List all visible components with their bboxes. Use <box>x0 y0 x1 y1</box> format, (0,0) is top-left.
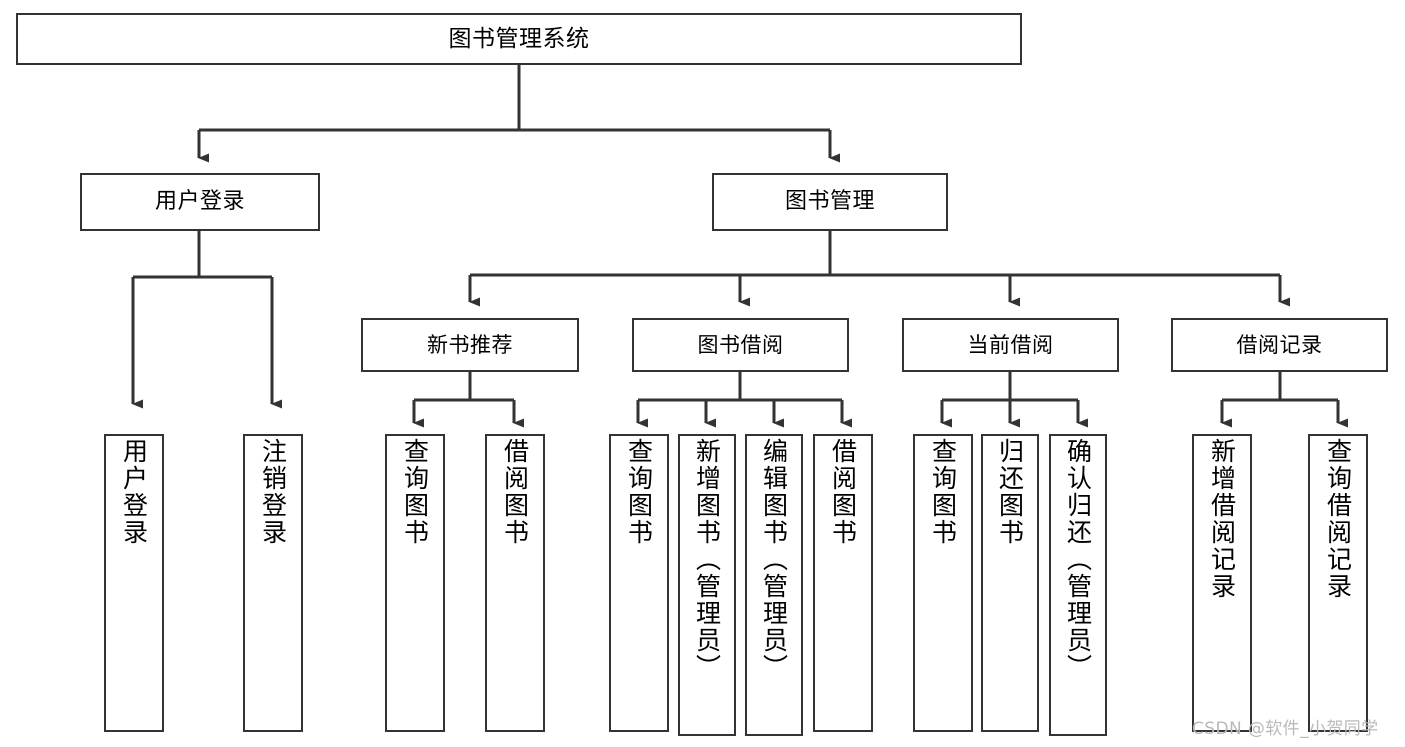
node-borrow-record-label: 借阅记录 <box>1236 332 1323 357</box>
node-leaf-add-book-label: 新增图书（管理员） <box>692 438 722 681</box>
node-leaf-query-book-2[interactable]: 查询图书 <box>609 434 669 732</box>
node-leaf-borrow-book-2-label: 借阅图书 <box>828 438 858 546</box>
node-leaf-return-book-label: 归还图书 <box>995 438 1025 546</box>
node-leaf-query-record-label: 查询借阅记录 <box>1323 438 1353 600</box>
node-leaf-edit-book-label: 编辑图书（管理员） <box>759 438 789 681</box>
node-leaf-borrow-book-1[interactable]: 借阅图书 <box>485 434 545 732</box>
csdn-watermark: CSDN @软件_小贺同学 <box>1192 719 1379 739</box>
node-leaf-logout-login[interactable]: 注销登录 <box>243 434 303 732</box>
node-root-label: 图书管理系统 <box>448 25 590 52</box>
node-leaf-return-book[interactable]: 归还图书 <box>981 434 1039 732</box>
node-leaf-query-record[interactable]: 查询借阅记录 <box>1308 434 1368 732</box>
node-leaf-add-record-label: 新增借阅记录 <box>1207 438 1237 600</box>
node-leaf-query-book-1-label: 查询图书 <box>400 438 430 546</box>
node-leaf-user-login-label: 用户登录 <box>119 438 149 546</box>
node-root[interactable]: 图书管理系统 <box>16 13 1022 65</box>
node-book-management-label: 图书管理 <box>784 189 875 215</box>
node-leaf-user-login[interactable]: 用户登录 <box>104 434 164 732</box>
node-current-borrow[interactable]: 当前借阅 <box>902 318 1119 372</box>
node-user-login[interactable]: 用户登录 <box>80 173 320 231</box>
node-leaf-query-book-1[interactable]: 查询图书 <box>385 434 445 732</box>
node-user-login-label: 用户登录 <box>154 189 245 215</box>
node-leaf-borrow-book-2[interactable]: 借阅图书 <box>813 434 873 732</box>
node-leaf-confirm-return[interactable]: 确认归还（管理员） <box>1049 434 1107 736</box>
node-book-management[interactable]: 图书管理 <box>712 173 948 231</box>
node-leaf-query-book-2-label: 查询图书 <box>624 438 654 546</box>
node-leaf-query-book-3-label: 查询图书 <box>928 438 958 546</box>
node-leaf-logout-login-label: 注销登录 <box>258 438 288 546</box>
node-leaf-edit-book[interactable]: 编辑图书（管理员） <box>745 434 803 736</box>
node-current-borrow-label: 当前借阅 <box>967 332 1054 357</box>
node-leaf-add-book[interactable]: 新增图书（管理员） <box>678 434 736 736</box>
node-leaf-confirm-return-label: 确认归还（管理员） <box>1063 438 1093 681</box>
node-leaf-add-record[interactable]: 新增借阅记录 <box>1192 434 1252 732</box>
node-book-borrow[interactable]: 图书借阅 <box>632 318 849 372</box>
node-book-borrow-label: 图书借阅 <box>697 332 784 357</box>
node-leaf-borrow-book-1-label: 借阅图书 <box>500 438 530 546</box>
node-new-book-recommend-label: 新书推荐 <box>427 332 513 357</box>
node-leaf-query-book-3[interactable]: 查询图书 <box>913 434 973 732</box>
node-new-book-recommend[interactable]: 新书推荐 <box>361 318 579 372</box>
node-borrow-record[interactable]: 借阅记录 <box>1171 318 1388 372</box>
